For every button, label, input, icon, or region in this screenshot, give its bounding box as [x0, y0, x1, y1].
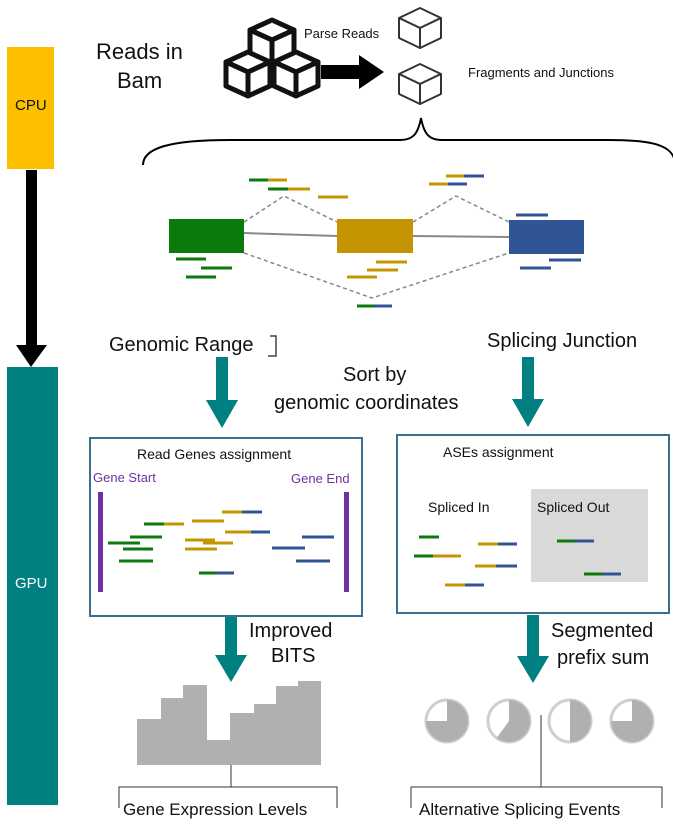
cpu-to-gpu-arrow	[16, 170, 47, 367]
bits-label: BITS	[271, 645, 316, 667]
genomic-coordinates-label: genomic coordinates	[274, 392, 459, 414]
fragments-junctions-label: Fragments and Junctions	[468, 65, 614, 80]
gene-output-bracket	[118, 765, 338, 808]
splicing-junction-arrow	[512, 357, 544, 427]
junctions-cube-icon	[398, 63, 442, 105]
gene-model-reads	[176, 174, 581, 308]
curly-brace	[142, 117, 673, 166]
exon-1	[169, 219, 244, 253]
cpu-label: CPU	[15, 97, 47, 114]
bam-label: Bam	[117, 68, 163, 93]
ase-output-bracket	[410, 715, 663, 808]
read-genes-title: Read Genes assignment	[137, 446, 292, 462]
pie-slice	[611, 700, 653, 742]
splicing-pies	[424, 698, 655, 744]
genomic-range-label: Genomic Range	[109, 334, 254, 356]
bits-arrow	[215, 617, 247, 682]
pie-slice	[570, 700, 591, 742]
gene-panel-reads	[108, 510, 334, 575]
cpu-bar	[7, 47, 54, 169]
gpu-label: GPU	[15, 575, 48, 592]
gene-end-label: Gene End	[291, 471, 350, 486]
parse-arrow	[321, 55, 384, 89]
gene-start-marker	[98, 492, 103, 592]
prefix-sum-arrow	[517, 615, 549, 683]
improved-label: Improved	[249, 620, 333, 642]
exon-3	[509, 220, 584, 254]
pie-slice	[426, 700, 468, 742]
gene-expression-label: Gene Expression Levels	[123, 800, 308, 819]
spliced-out-label: Spliced Out	[537, 499, 610, 515]
spliced-out-region	[531, 489, 648, 582]
ases-title: ASEs assignment	[443, 444, 554, 460]
exon-2	[337, 219, 413, 253]
spliced-in-label: Spliced In	[428, 499, 490, 515]
cube-cluster-icon	[223, 17, 321, 99]
reads-in-label: Reads in	[96, 39, 183, 64]
genomic-range-arrow	[206, 357, 238, 428]
gene-end-marker	[344, 492, 349, 592]
alternative-splicing-label: Alternative Splicing Events	[419, 800, 621, 819]
gene-model	[169, 195, 584, 299]
read-genes-panel	[89, 437, 363, 617]
pie-slice	[496, 700, 531, 742]
range-bracket	[268, 335, 277, 357]
gene-expression-bars	[137, 681, 321, 765]
segmented-label: Segmented	[551, 620, 654, 642]
fragments-cube-icon	[398, 7, 442, 49]
gpu-bar	[7, 367, 58, 805]
gene-start-label: Gene Start	[93, 470, 156, 485]
splicing-junction-label: Splicing Junction	[487, 330, 638, 352]
sort-by-label: Sort by	[343, 364, 407, 386]
prefix-sum-label: prefix sum	[557, 647, 650, 669]
ase-panel-reads	[414, 535, 621, 587]
parse-reads-label: Parse Reads	[304, 26, 380, 41]
